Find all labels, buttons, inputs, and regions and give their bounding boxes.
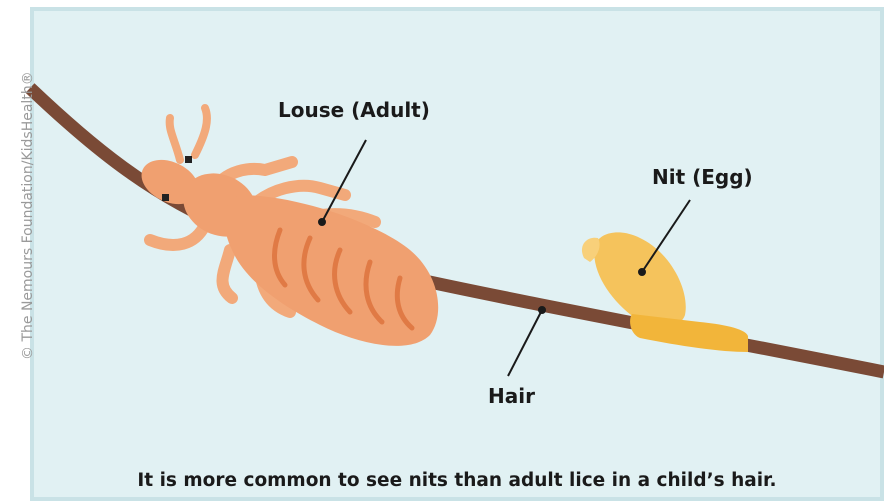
nit-illustration xyxy=(582,232,748,352)
nit-label: Nit (Egg) xyxy=(652,165,753,189)
hair-leader-line xyxy=(508,310,542,376)
louse-illustration xyxy=(134,108,438,346)
hair-strand xyxy=(30,88,884,372)
caption: It is more common to see nits than adult… xyxy=(30,470,884,491)
copyright-notice: © The Nemours Foundation/KidsHealth® xyxy=(20,71,36,360)
louse-label: Louse (Adult) xyxy=(278,98,430,122)
hair-label: Hair xyxy=(488,384,535,408)
